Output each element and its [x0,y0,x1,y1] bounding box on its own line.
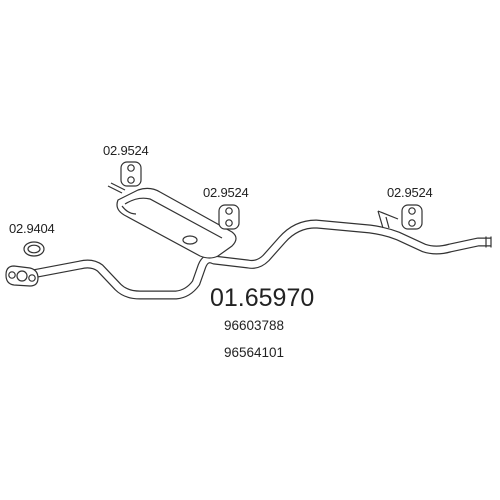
main-part-number: 01.65970 [210,284,314,312]
hanger-1-part-number: 02.9524 [103,143,149,158]
gasket-icon [23,241,45,257]
front-flange [5,265,39,287]
rubber-hanger-icon [218,204,240,230]
pipe-bracket [377,210,399,229]
rubber-hanger-icon [120,161,142,187]
exhaust-pipe [21,219,492,300]
hanger-2-part-number: 02.9524 [203,185,249,200]
gasket-part-number: 02.9404 [9,221,55,236]
oe-number-1: 96603788 [224,318,284,333]
silencer [107,182,237,259]
oe-number-2: 96564101 [224,345,284,360]
hanger-3-part-number: 02.9524 [387,185,433,200]
rubber-hanger-icon [401,204,423,230]
